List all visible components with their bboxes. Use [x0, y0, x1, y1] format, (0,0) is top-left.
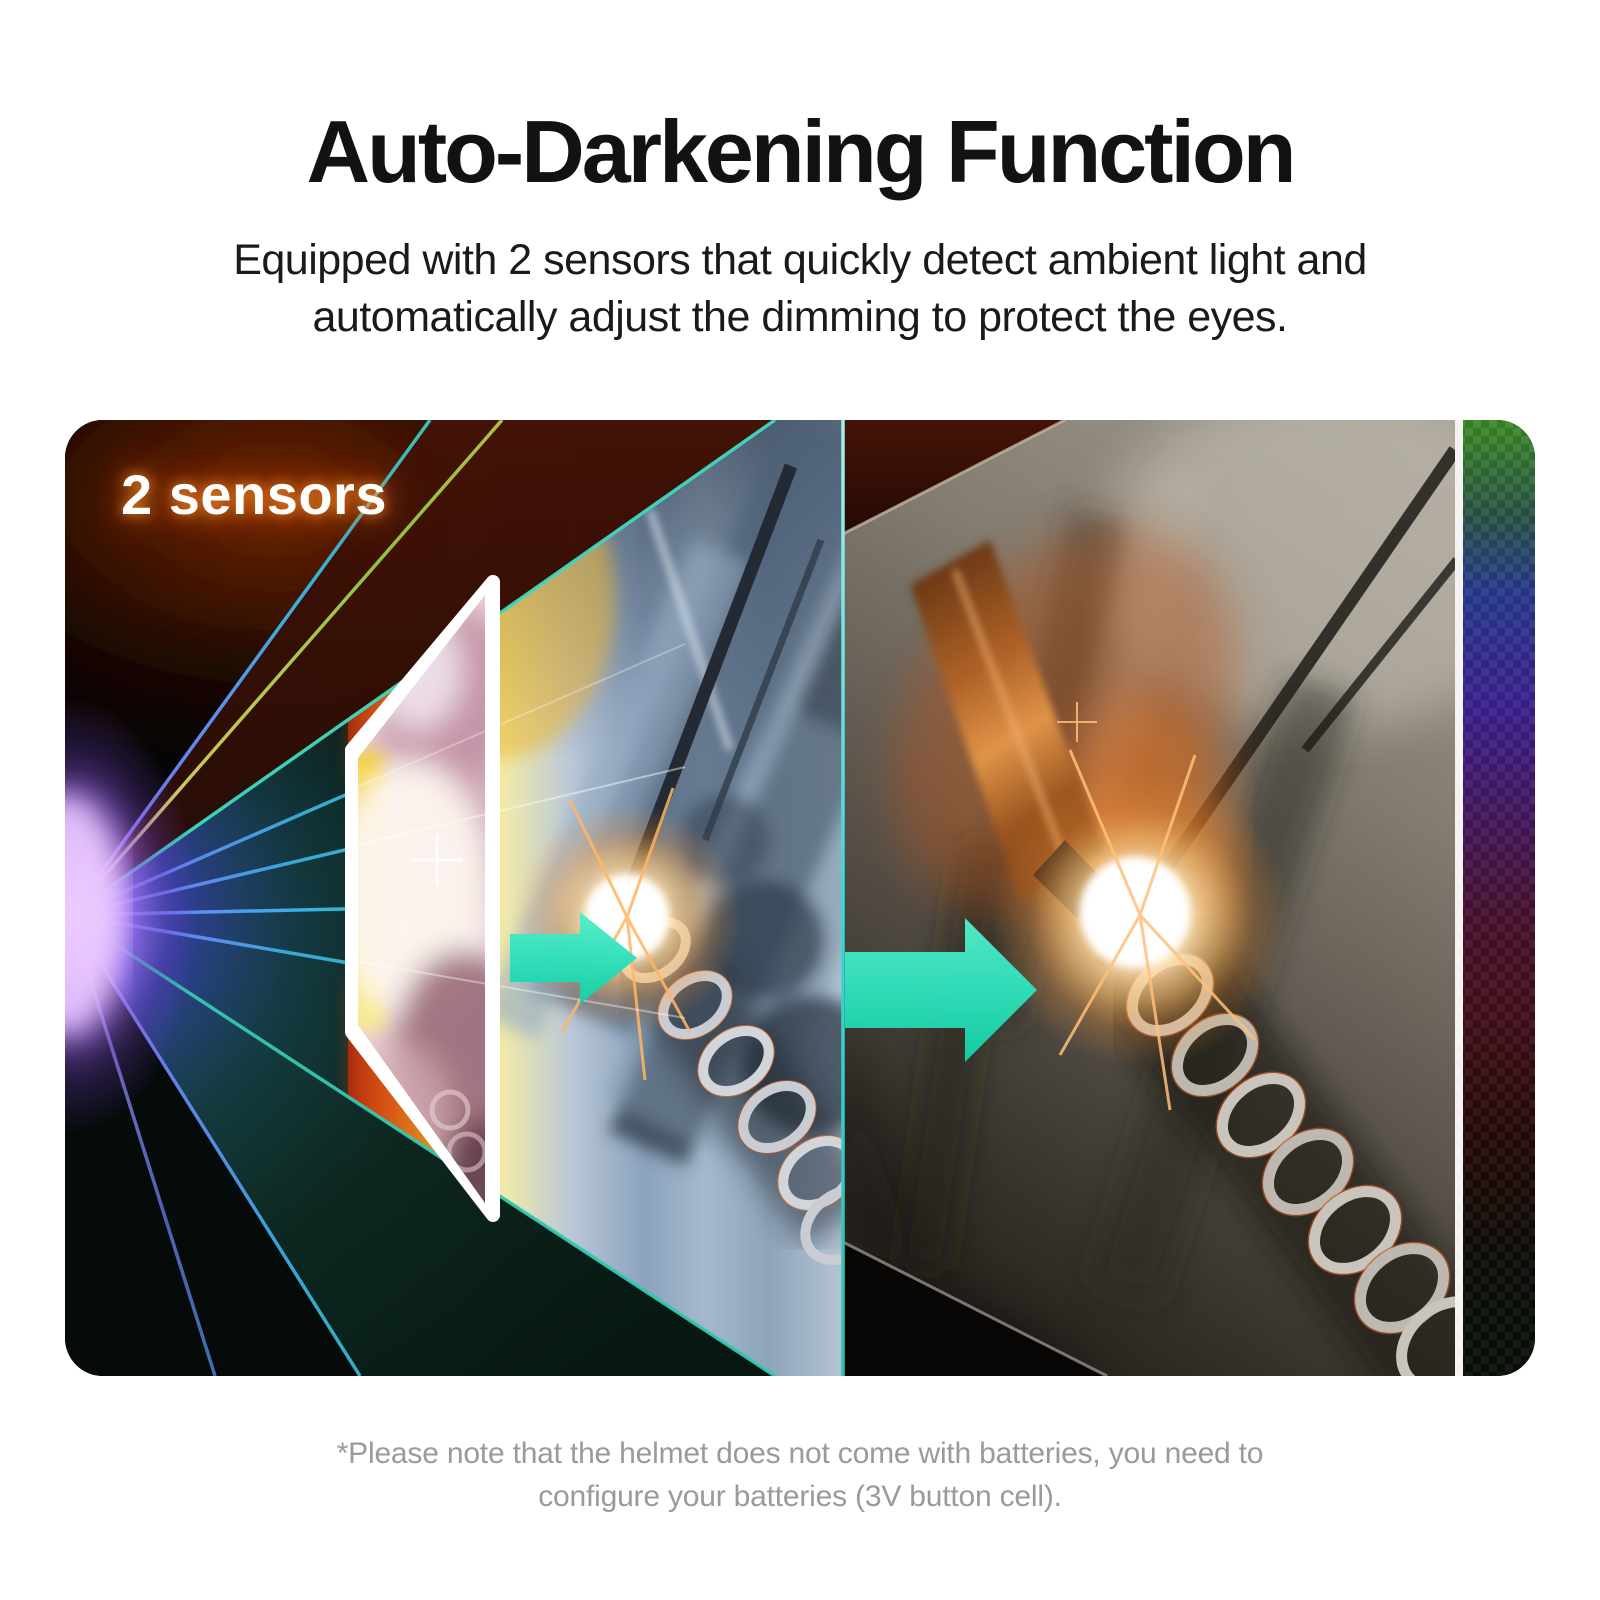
- sparks-bright: [560, 787, 692, 1081]
- dimmed-view-frame-wedges: [842, 419, 1108, 1376]
- footnote-line-2: configure your batteries (3V button cell…: [538, 1480, 1062, 1514]
- subtitle-line-1: Equipped with 2 sensors that quickly det…: [233, 236, 1367, 285]
- right-arrow-icon: [845, 917, 1037, 1062]
- spectrum-strip: [1455, 419, 1535, 1376]
- sensors-count-label: 2 sensors: [121, 462, 387, 526]
- dimmed-view-photo: [843, 419, 1457, 1376]
- auto-darkening-lens-panel: [345, 574, 500, 1222]
- battery-footnote: *Please note that the helmet does not co…: [40, 1432, 1560, 1519]
- ray-continuations: [347, 642, 686, 1019]
- prism-glow: [65, 694, 200, 1135]
- lens-sparkle: [411, 833, 463, 886]
- footnote-line-1: *Please note that the helmet does not co…: [336, 1436, 1264, 1470]
- page-subtitle: Equipped with 2 sensors that quickly det…: [0, 232, 1600, 346]
- auto-darkening-diagram: 2 sensors: [65, 419, 1535, 1376]
- page-title: Auto-Darkening Function: [306, 102, 1297, 201]
- sparks-dimmed: [1057, 701, 1257, 1111]
- diagram-art: [65, 419, 1535, 1376]
- subtitle-line-2: automatically adjust the dimming to prot…: [312, 293, 1288, 342]
- right-arrow-icon: [510, 911, 637, 1004]
